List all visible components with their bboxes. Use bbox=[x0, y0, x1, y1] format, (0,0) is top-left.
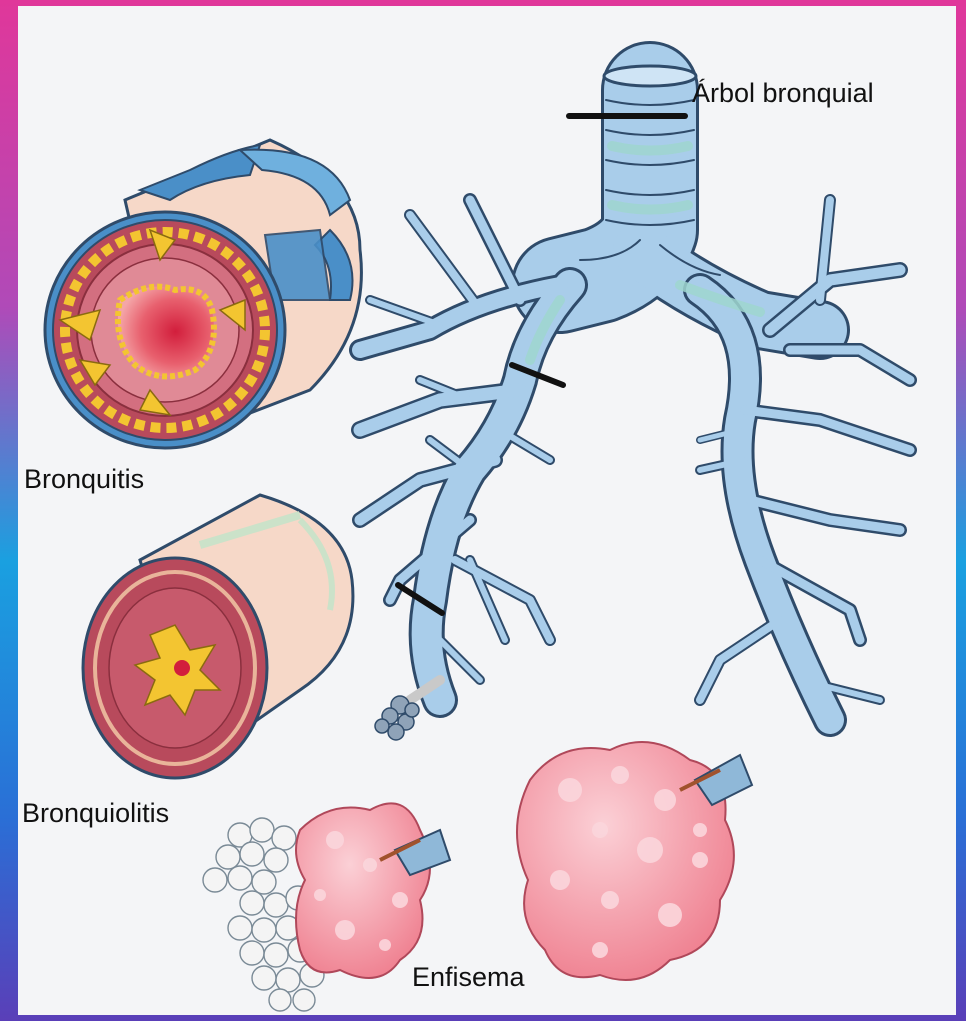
label-bronquiolitis: Bronquiolitis bbox=[22, 798, 169, 829]
bronquiolitis-illustration bbox=[83, 495, 353, 778]
label-bronquitis: Bronquitis bbox=[24, 464, 144, 495]
enfisema-cluster-right bbox=[517, 742, 752, 980]
trachea-opening bbox=[604, 66, 696, 86]
label-enfisema: Enfisema bbox=[412, 962, 525, 993]
bronquitis-illustration bbox=[45, 140, 361, 448]
bronchial-tree bbox=[360, 66, 910, 740]
label-arbol-bronquial: Árbol bronquial bbox=[692, 78, 874, 109]
